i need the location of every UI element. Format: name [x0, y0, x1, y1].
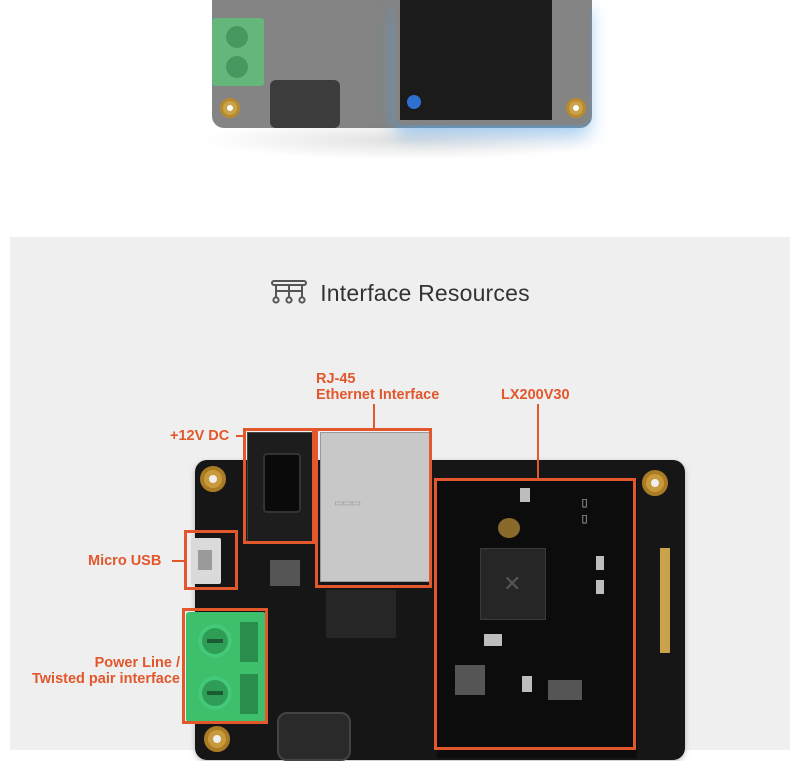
micro-usb-callout-line	[172, 560, 184, 562]
smd-ic	[548, 680, 582, 700]
rj45-callout-line	[373, 404, 375, 428]
lx200v30-highlight-box	[434, 478, 636, 750]
pin-header	[656, 548, 674, 653]
smd-component	[596, 556, 604, 570]
lx200v30-label: LX200V30	[501, 387, 570, 403]
module-certification-marks: ▯ ▯	[578, 496, 590, 526]
smd-component	[522, 676, 532, 692]
smd-ic	[270, 560, 300, 586]
mounting-hole-top-left	[220, 98, 240, 118]
lx200v30-callout-line	[537, 404, 539, 478]
dc-power-jack	[247, 432, 314, 544]
rj45-jack-marking: ▭▭▭	[335, 495, 361, 511]
inductor	[498, 518, 520, 538]
terminal-block-top	[212, 18, 264, 86]
module-image-top	[400, 0, 552, 120]
mounting-hole-top-right	[566, 98, 586, 118]
terminal-block	[186, 612, 266, 722]
micro-usb-label: Micro USB	[88, 553, 162, 569]
smd-component	[520, 488, 530, 502]
dc-callout-line	[236, 435, 244, 437]
rj45-highlight-box	[315, 428, 432, 588]
capacitor-top	[270, 80, 340, 128]
rj45-label: RJ-45 Ethernet Interface	[316, 371, 440, 403]
micro-usb-highlight-box	[184, 530, 238, 590]
section-heading: Interface Resources	[0, 278, 800, 310]
section-title: Interface Resources	[320, 280, 530, 306]
network-topology-icon	[270, 278, 308, 309]
capacitor	[277, 712, 351, 761]
dc-jack-highlight-box	[243, 428, 315, 544]
module-led	[407, 95, 421, 109]
smd-ic	[455, 665, 485, 695]
mounting-hole-left	[200, 466, 226, 492]
chip-logo-icon: ✕	[503, 571, 522, 596]
transformer	[326, 590, 396, 638]
mounting-hole-bottom-left	[204, 726, 230, 752]
dc-label: +12V DC	[170, 428, 230, 444]
rj45-jack: ▭▭▭	[320, 432, 430, 582]
terminal-highlight-box	[182, 608, 268, 724]
crystal	[484, 634, 502, 646]
micro-usb-port	[191, 538, 221, 584]
main-chip: ✕	[480, 548, 546, 620]
mounting-hole-right	[642, 470, 668, 496]
power-line-label: Power Line / Twisted pair interface	[32, 655, 180, 687]
product-photo-top	[0, 0, 800, 200]
smd-component	[596, 580, 604, 594]
